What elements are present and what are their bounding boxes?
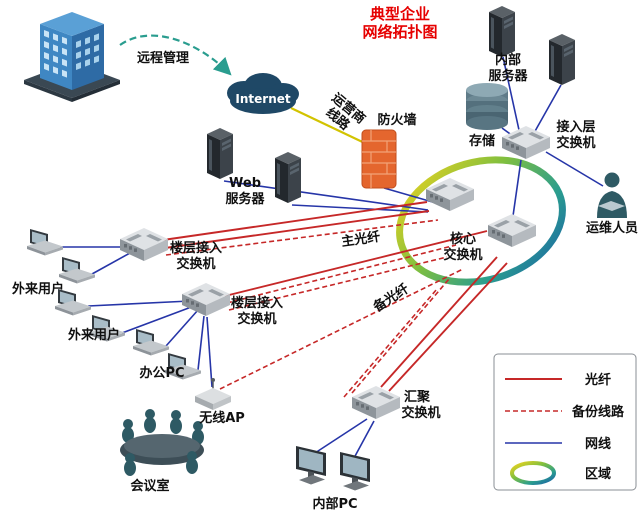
desktop-pc-icon	[296, 446, 326, 485]
ops-staff-label: 运维人员	[586, 220, 638, 236]
cable-link	[291, 204, 429, 213]
fiber-link	[162, 201, 428, 241]
storage-label: 存储	[469, 133, 495, 149]
fiber-link	[224, 230, 488, 297]
remote-management-label: 远程管理	[137, 50, 189, 66]
access-switch-icon	[502, 126, 550, 159]
aggregation-switch-icon	[352, 386, 400, 419]
core-switch-icon	[488, 214, 536, 247]
fiber-link	[164, 210, 430, 249]
internet-label: Internet	[235, 92, 290, 106]
remote-management-link	[119, 34, 232, 76]
laptop-icon	[133, 329, 169, 356]
internal-server-label-line1: 内部	[495, 52, 521, 68]
access-switch-label-line1: 接入层	[556, 119, 595, 135]
floor-switch-upper-label-line1: 楼层接入	[170, 240, 222, 256]
web-server-icon	[275, 152, 301, 203]
cable-link	[87, 300, 191, 307]
backup-link	[165, 219, 439, 256]
laptop-icon	[59, 257, 95, 284]
firewall-icon	[361, 129, 397, 189]
internal-server-label-line2: 服务器	[488, 68, 528, 84]
cable-link	[533, 84, 562, 134]
fiber-link	[388, 262, 508, 392]
cable-link	[512, 159, 522, 217]
network-cable-links	[60, 56, 604, 459]
legend-backup-label: 备份线路	[571, 404, 625, 420]
floor-switch-icon	[182, 283, 230, 316]
diagram-title-line1: 典型企业	[370, 5, 430, 23]
cable-link	[91, 252, 131, 275]
svg-text:备光纤: 备光纤	[370, 281, 412, 316]
cable-link	[545, 151, 604, 187]
cable-link	[121, 305, 195, 334]
firewall-label: 防火墙	[377, 112, 416, 128]
cable-link	[206, 316, 213, 388]
ops-person-icon	[597, 172, 627, 218]
cable-link	[197, 315, 205, 371]
core-zone-ring-icon	[396, 156, 566, 286]
internal-server-icon	[549, 34, 575, 85]
backup-links	[165, 219, 464, 398]
web-server-icon	[207, 128, 233, 179]
legend-box	[493, 353, 637, 491]
legend: 光纤 备份线路 网线 区域	[493, 353, 637, 491]
cable-link	[223, 180, 429, 211]
legend-fiber-label: 光纤	[584, 372, 611, 388]
floor-switch-icon	[120, 228, 168, 261]
wireless-ap-label: 无线AP	[198, 410, 245, 426]
cable-link	[502, 56, 520, 131]
laptop-icon	[27, 229, 63, 256]
backup-link	[219, 268, 464, 390]
web-server-label-line2: 服务器	[225, 191, 265, 207]
legend-zone-label: 区域	[585, 466, 611, 482]
wireless-ap-icon	[195, 378, 231, 410]
backup-link	[351, 278, 450, 394]
aggregation-switch-label-line1: 汇聚	[404, 390, 431, 405]
desktop-pc-icon	[340, 452, 370, 491]
external-users-lower-label: 外来用户	[67, 327, 120, 343]
building-icon	[24, 12, 120, 102]
legend-cable-label: 网线	[585, 436, 611, 452]
fiber-link	[380, 256, 498, 388]
main-fiber-label: 主光纤	[340, 229, 381, 250]
internet-cloud-icon: Internet	[227, 73, 299, 114]
backup-link	[226, 244, 457, 304]
access-switch-label-line2: 交换机	[556, 135, 595, 151]
web-server-label-line1: Web	[229, 176, 261, 191]
floor-switch-lower-label-line2: 交换机	[237, 311, 276, 327]
backup-fiber-label: 备光纤	[370, 281, 412, 316]
carrier-link	[290, 107, 374, 148]
cable-link	[165, 309, 199, 347]
backup-link	[228, 256, 448, 311]
conference-room-label: 会议室	[130, 478, 169, 494]
internal-pc-label: 内部PC	[312, 496, 357, 512]
conference-room-icon	[120, 409, 204, 476]
diagram-title-line2: 网络拓扑图	[362, 23, 437, 41]
fiber-links	[162, 201, 508, 392]
floor-switch-lower-label-line1: 楼层接入	[231, 295, 283, 311]
core-switch-label-line1: 核心	[450, 231, 476, 247]
cable-link	[314, 418, 368, 454]
core-switch-icon	[426, 178, 474, 211]
svg-text:主光纤: 主光纤	[340, 229, 381, 250]
legend-zone-ring-swatch	[510, 461, 556, 485]
cable-link	[353, 420, 375, 459]
office-pc-label: 办公PC	[139, 365, 184, 381]
internal-server-icon	[489, 6, 515, 57]
external-users-upper-label: 外来用户	[11, 281, 64, 297]
floor-switch-upper-label-line2: 交换机	[176, 256, 215, 272]
storage-icon	[466, 83, 508, 130]
core-switch-label-line2: 交换机	[443, 247, 482, 263]
carrier-line-label: 运营商 线路	[323, 90, 369, 134]
aggregation-switch-label-line2: 交换机	[401, 405, 440, 421]
